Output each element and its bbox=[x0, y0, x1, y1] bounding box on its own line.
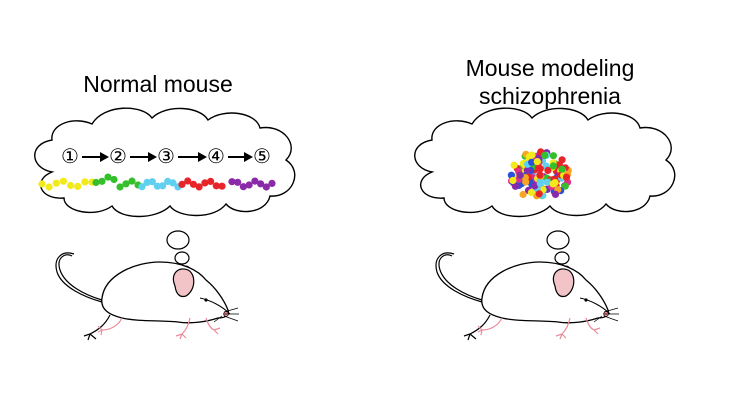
activity-dot bbox=[544, 166, 552, 174]
normal-mouse-illustration bbox=[55, 252, 240, 341]
activity-dot bbox=[116, 183, 124, 191]
step-4: ④ bbox=[207, 144, 225, 168]
sequence-steps: ① ② ③ ④ ⑤ bbox=[61, 144, 271, 168]
activity-dot bbox=[110, 175, 118, 184]
activity-dot bbox=[148, 178, 156, 186]
activity-dot bbox=[195, 183, 203, 191]
schizophrenia-title-line-1: Mouse modeling bbox=[465, 55, 635, 81]
step-1: ① bbox=[61, 144, 79, 168]
step-5: ⑤ bbox=[253, 144, 271, 168]
activity-dot bbox=[509, 176, 517, 185]
normal-mouse-title: Normal mouse bbox=[83, 71, 233, 97]
activity-dot bbox=[531, 182, 539, 190]
activity-dot bbox=[45, 183, 53, 191]
schizophrenia-title-line-2: schizophrenia bbox=[479, 83, 621, 109]
activity-dot bbox=[218, 182, 226, 190]
activity-dot bbox=[159, 182, 167, 190]
activity-dot bbox=[239, 183, 247, 191]
activity-dot bbox=[189, 180, 197, 188]
activity-dot bbox=[558, 156, 566, 164]
activity-dot bbox=[562, 173, 571, 181]
activity-dot bbox=[543, 178, 551, 186]
activity-dot bbox=[245, 181, 253, 189]
activity-dot bbox=[92, 178, 100, 187]
activity-dot bbox=[257, 180, 265, 188]
activity-dot bbox=[558, 165, 566, 173]
activity-dot bbox=[528, 158, 536, 166]
activity-dot bbox=[234, 178, 242, 186]
activity-dot bbox=[201, 179, 209, 187]
ordered-activity-dots bbox=[38, 173, 276, 191]
schizophrenia-mouse-title: Mouse modeling schizophrenia bbox=[420, 54, 680, 110]
activity-dot bbox=[549, 162, 558, 170]
activity-dot bbox=[549, 180, 557, 188]
activity-dot bbox=[81, 178, 89, 186]
activity-dot bbox=[551, 190, 560, 198]
activity-dot bbox=[519, 190, 527, 199]
activity-dot bbox=[104, 173, 112, 181]
activity-dot bbox=[178, 180, 186, 188]
activity-dot bbox=[535, 190, 543, 198]
activity-dot bbox=[59, 177, 67, 185]
activity-dot bbox=[169, 179, 177, 187]
disordered-activity-dots bbox=[507, 148, 572, 200]
schizophrenia-mouse-illustration bbox=[435, 252, 620, 341]
activity-dot bbox=[98, 177, 106, 185]
activity-dot bbox=[138, 183, 146, 191]
activity-dot bbox=[527, 188, 536, 197]
activity-dot bbox=[561, 182, 569, 190]
activity-dot bbox=[516, 171, 524, 179]
activity-dot bbox=[122, 180, 130, 188]
activity-dot bbox=[207, 177, 215, 185]
activity-dot bbox=[541, 151, 549, 159]
activity-dot bbox=[268, 179, 276, 187]
step-2: ② bbox=[109, 144, 127, 168]
activity-dot bbox=[153, 182, 161, 190]
activity-dot bbox=[533, 158, 541, 166]
activity-dot bbox=[251, 177, 259, 185]
activity-dot bbox=[549, 152, 558, 160]
step-3: ③ bbox=[157, 144, 175, 168]
activity-dot bbox=[184, 177, 192, 185]
activity-dot bbox=[510, 161, 518, 169]
activity-dot bbox=[52, 179, 60, 187]
activity-dot bbox=[262, 183, 270, 191]
activity-dot bbox=[212, 182, 220, 190]
activity-dot bbox=[511, 182, 519, 190]
activity-dot bbox=[523, 166, 532, 174]
activity-dot bbox=[128, 177, 136, 185]
activity-dot bbox=[38, 180, 46, 188]
activity-dot bbox=[228, 178, 236, 186]
activity-dot bbox=[536, 179, 544, 187]
activity-dot bbox=[67, 181, 75, 190]
activity-dot bbox=[528, 151, 536, 159]
activity-dot bbox=[536, 165, 544, 173]
activity-dot bbox=[74, 182, 82, 190]
activity-dot bbox=[536, 171, 544, 179]
